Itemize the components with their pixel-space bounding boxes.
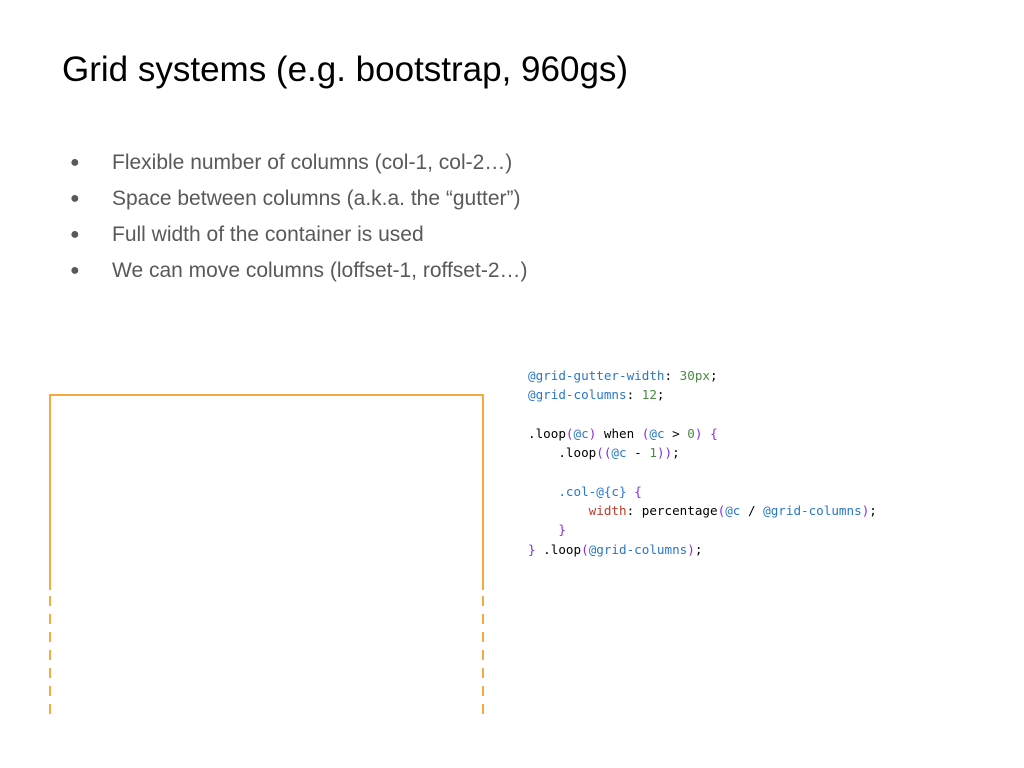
code-token: .loop xyxy=(528,425,566,441)
grid-container-diagram xyxy=(49,394,485,722)
code-token: : xyxy=(626,387,642,403)
code-line: @grid-columns: 12; xyxy=(528,385,877,404)
code-token: @c xyxy=(725,503,741,519)
code-token: 1 xyxy=(649,445,657,461)
code-token xyxy=(528,503,589,518)
code-token: : percentage xyxy=(626,503,718,519)
code-token: - xyxy=(626,445,650,461)
code-token: ; xyxy=(710,368,718,383)
container-right-dashed-edge xyxy=(482,596,484,722)
code-line: @grid-gutter-width: 30px; xyxy=(528,366,877,385)
code-token: @c xyxy=(611,445,627,461)
bullet-text: Flexible number of columns (col-1, col-2… xyxy=(112,151,513,174)
code-token: ) xyxy=(588,425,597,441)
code-token: .loop xyxy=(528,445,597,461)
code-token: / xyxy=(740,503,764,519)
code-token: 0 xyxy=(687,425,695,441)
code-token: ( xyxy=(565,425,574,441)
code-token: ( xyxy=(581,541,589,557)
less-code-snippet: @grid-gutter-width: 30px;@grid-columns: … xyxy=(528,366,877,559)
code-token: @{c} xyxy=(596,483,627,499)
bullet-marker-icon: ● xyxy=(70,226,80,243)
container-top-edge xyxy=(49,394,484,396)
code-line: .col-@{c} { xyxy=(528,482,877,501)
bullet-marker-icon: ● xyxy=(70,154,80,171)
code-token: (( xyxy=(596,445,612,461)
code-token: { xyxy=(634,483,642,499)
code-token: > xyxy=(664,425,688,441)
code-token: ; xyxy=(869,503,877,519)
code-line: .loop((@c - 1)); xyxy=(528,443,877,462)
code-line: ​ xyxy=(528,405,877,424)
bullet-text: Full width of the container is used xyxy=(112,223,424,246)
container-left-edge xyxy=(49,394,51,590)
code-token: ( xyxy=(717,503,726,519)
code-token: ; xyxy=(672,445,680,461)
code-line: ​ xyxy=(528,462,877,481)
code-token: @grid-columns xyxy=(528,387,627,403)
code-token: 12 xyxy=(641,387,657,403)
code-token: @grid-columns xyxy=(588,541,688,557)
code-token xyxy=(528,522,558,537)
bullet-marker-icon: ● xyxy=(70,262,80,279)
bullet-marker-icon: ● xyxy=(70,190,80,207)
code-line: width: percentage(@c / @grid-columns); xyxy=(528,501,877,520)
code-line: .loop(@c) when (@c > 0) { xyxy=(528,424,877,443)
code-token: ( xyxy=(641,425,650,441)
code-token: @grid-columns xyxy=(763,503,862,519)
code-token: ; xyxy=(656,387,665,403)
code-token xyxy=(528,484,558,499)
code-token: { xyxy=(710,425,718,441)
code-token: ; xyxy=(694,541,703,557)
container-right-edge xyxy=(482,394,484,590)
code-token: )) xyxy=(656,445,673,461)
code-token: @c xyxy=(649,425,665,441)
code-token: } xyxy=(528,541,536,557)
slide-title: Grid systems (e.g. bootstrap, 960gs) xyxy=(62,50,629,89)
code-token: @c xyxy=(573,425,589,441)
bullet-text: We can move columns (loffset-1, roffset-… xyxy=(112,259,528,282)
code-token: ) xyxy=(687,541,695,557)
code-token: .col- xyxy=(558,483,597,499)
code-token: 30px xyxy=(679,368,710,383)
code-token: when xyxy=(596,425,642,441)
code-token: ) xyxy=(861,503,870,519)
code-token: ) xyxy=(694,425,703,441)
container-left-dashed-edge xyxy=(49,596,51,722)
code-token xyxy=(702,426,710,441)
code-token: width xyxy=(588,503,627,519)
code-token: @grid-gutter-width xyxy=(528,368,665,383)
code-line: } xyxy=(528,520,877,539)
code-token: .loop xyxy=(535,541,582,557)
code-line: } .loop(@grid-columns); xyxy=(528,540,877,559)
code-token: : xyxy=(664,368,680,383)
bullet-text: Space between columns (a.k.a. the “gutte… xyxy=(112,187,521,210)
code-token: } xyxy=(558,522,566,538)
